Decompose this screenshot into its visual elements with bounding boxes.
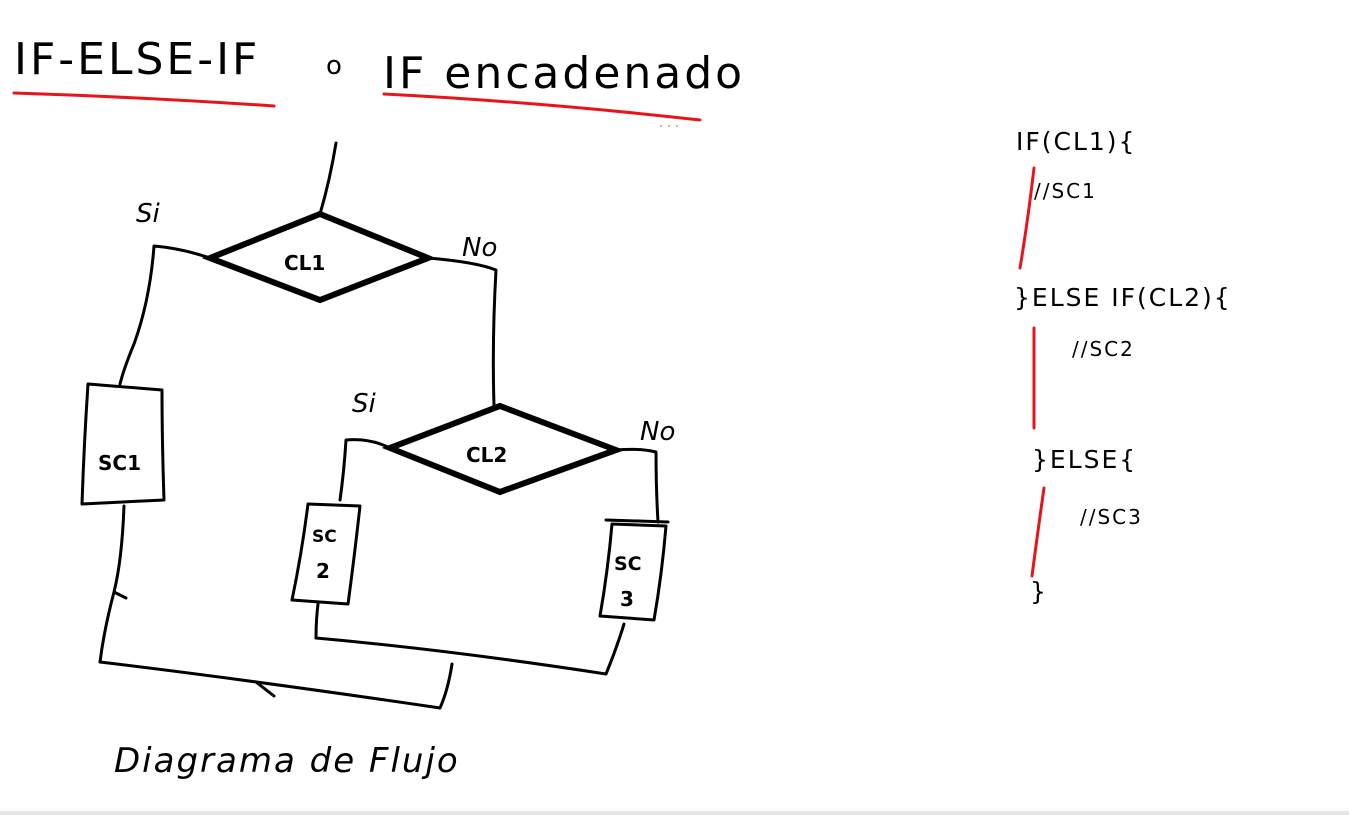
code-bracket-3 xyxy=(1030,486,1046,578)
sc1-down-line xyxy=(98,504,128,664)
merge-tick xyxy=(254,680,276,698)
title-connector: o xyxy=(326,51,345,81)
title-group: IF-ELSE-IF o IF encadenado xyxy=(12,34,745,127)
block-sc2 xyxy=(290,502,362,606)
title-part1: IF-ELSE-IF xyxy=(14,34,260,85)
no-label-1: No xyxy=(462,233,497,263)
title-part2: IF encadenado xyxy=(383,48,745,99)
merge-line-bottom xyxy=(98,660,454,710)
code-line-5: }ELSE{ xyxy=(1032,445,1137,474)
block-sc2-label-2: 2 xyxy=(316,559,330,583)
yes-label-1: Si xyxy=(136,199,161,229)
entry-line xyxy=(318,141,338,216)
sc2-down-line xyxy=(314,602,320,640)
code-line-3: }ELSE IF(CL2){ xyxy=(1014,283,1232,312)
yes-label-2: Si xyxy=(352,389,377,419)
yes-branch-1 xyxy=(118,244,212,386)
block-sc1-label: SC1 xyxy=(98,451,141,475)
decision-cl2-label: CL2 xyxy=(466,443,507,467)
code-line-6: //SC3 xyxy=(1080,505,1143,529)
block-sc3-label-1: SC xyxy=(614,553,642,575)
code-bracket-1 xyxy=(1018,166,1036,270)
code-line-7: } xyxy=(1030,577,1048,606)
no-branch-2 xyxy=(614,447,660,524)
title-underline-left xyxy=(12,91,276,108)
diagram-caption: Diagrama de Flujo xyxy=(114,741,460,781)
title-underline-right xyxy=(382,92,702,122)
code-line-4: //SC2 xyxy=(1072,337,1135,361)
no-label-2: No xyxy=(640,417,675,447)
block-sc3-label-2: 3 xyxy=(620,587,634,611)
flow-diagram: CL1 Si No SC1 CL2 Si No SC 2 SC xyxy=(80,141,675,781)
code-listing: IF(CL1){ //SC1 }ELSE IF(CL2){ //SC2 }ELS… xyxy=(1014,127,1232,606)
code-line-2: //SC1 xyxy=(1034,179,1097,203)
decision-cl1 xyxy=(201,210,437,304)
no-branch-1 xyxy=(426,256,498,408)
decision-cl2 xyxy=(381,402,625,496)
block-sc1 xyxy=(80,382,166,506)
yes-branch-2 xyxy=(338,438,392,502)
block-sc3-top xyxy=(604,518,670,524)
block-sc2-label-1: SC xyxy=(312,527,337,547)
code-line-1: IF(CL1){ xyxy=(1016,127,1136,156)
block-sc3 xyxy=(598,522,668,622)
decision-cl1-label: CL1 xyxy=(284,251,325,275)
merge-line-inner xyxy=(314,622,626,676)
bottom-edge-bar xyxy=(0,811,1349,815)
